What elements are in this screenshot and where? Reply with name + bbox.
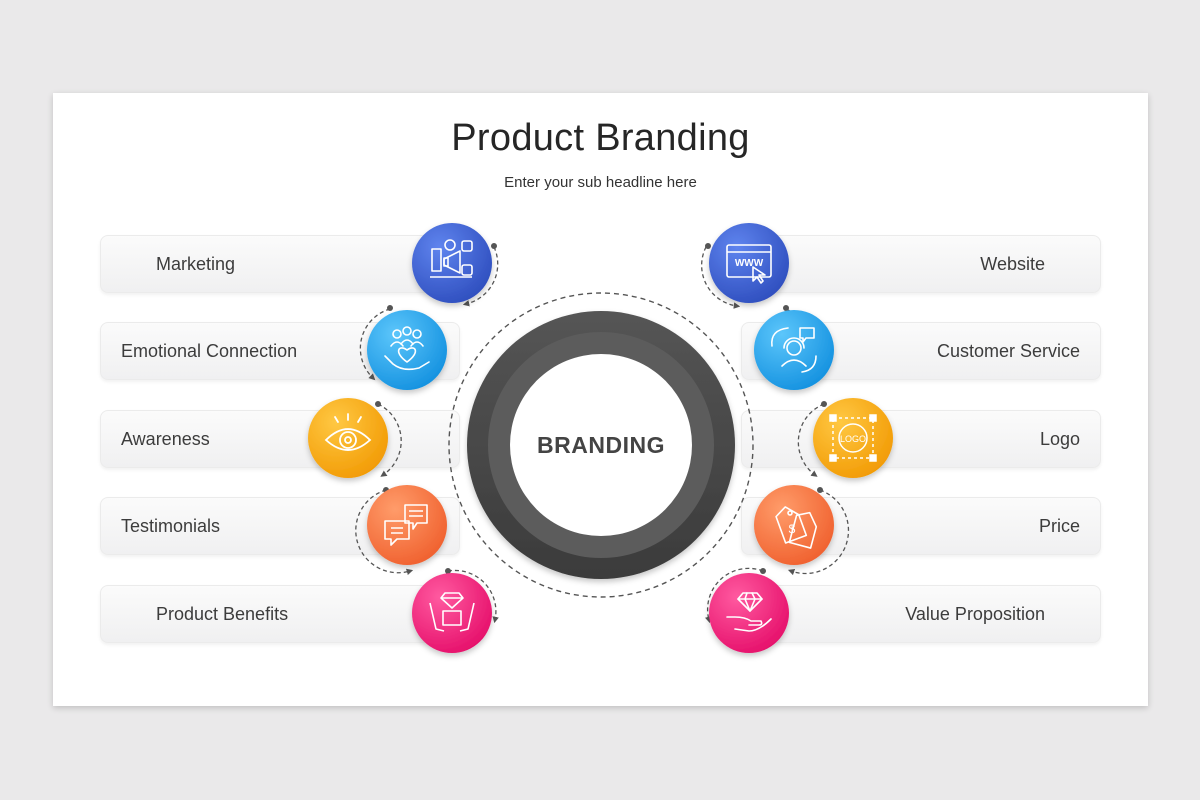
svg-text:WWW: WWW <box>735 258 764 269</box>
item-awareness: Awareness <box>100 410 460 468</box>
connector-arcs <box>355 246 850 624</box>
support-agent-icon <box>754 310 834 390</box>
item-label: Value Proposition <box>905 603 1045 624</box>
item-label: Marketing <box>156 253 236 274</box>
page-subtitle: Enter your sub headline here <box>504 174 697 191</box>
item-product-benefits: Product Benefits <box>100 585 460 643</box>
megaphone-social-icon <box>412 223 492 303</box>
slide: Product Branding Enter your sub headline… <box>53 93 1148 706</box>
item-logo: Logo <box>741 410 1101 468</box>
hand-diamond-icon <box>709 573 789 653</box>
svg-text:$: $ <box>789 522 796 536</box>
item-marketing: Marketing <box>100 235 460 293</box>
item-label: Logo <box>1039 428 1080 449</box>
hands-diamond-box-icon <box>412 573 492 653</box>
item-label: Product Benefits <box>156 603 289 624</box>
item-label: Awareness <box>121 428 210 449</box>
logo-vector-icon: LOGO <box>813 398 893 478</box>
hand-heart-people-icon <box>367 310 447 390</box>
hub-center <box>510 354 692 536</box>
item-label: Testimonials <box>121 515 221 536</box>
item-label: Customer Service <box>936 340 1080 361</box>
price-tags-icon: $ <box>754 485 834 565</box>
page-title: Product Branding <box>451 117 750 159</box>
svg-text:LOGO: LOGO <box>840 434 866 444</box>
hub-label: BRANDING <box>537 432 665 458</box>
branding-diagram: BRANDING <box>308 223 893 653</box>
item-label: Website <box>980 253 1045 274</box>
chat-bubbles-icon <box>367 485 447 565</box>
item-label: Emotional Connection <box>121 340 298 361</box>
www-browser-icon: WWW <box>709 223 789 303</box>
eye-icon <box>308 398 388 478</box>
item-label: Price <box>1038 515 1080 536</box>
hub-dashed-ring <box>448 292 754 598</box>
item-value-proposition: Value Proposition <box>741 585 1101 643</box>
